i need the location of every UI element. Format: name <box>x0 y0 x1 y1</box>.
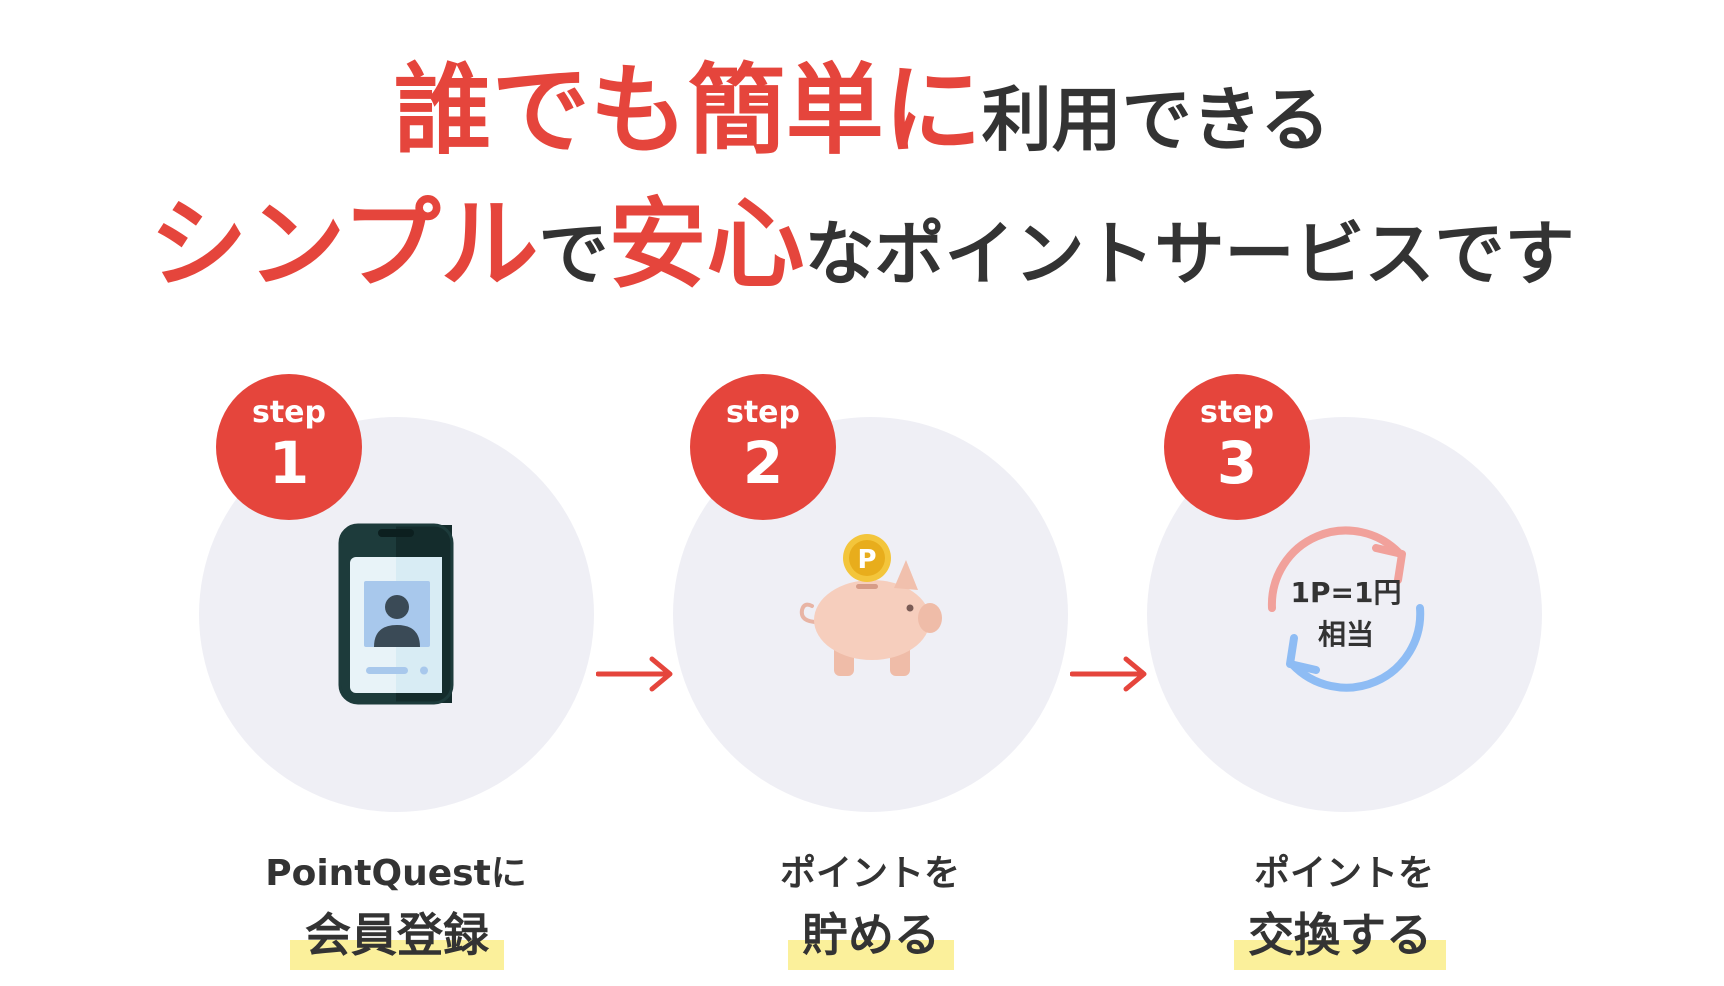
step-3-caption-main: 交換する <box>1234 912 1446 970</box>
coin-label: P <box>857 545 876 575</box>
headline-simple: シンプル <box>149 188 539 302</box>
step-1-highlight <box>290 940 504 970</box>
headline-service: なポイントサービスです <box>804 213 1575 295</box>
step-2-caption-main: 貯める <box>788 912 954 970</box>
step-2-caption-top: ポイントを <box>779 853 960 894</box>
piggy-bank-coin-icon: P <box>799 534 942 676</box>
arrow-right-icon <box>596 656 673 692</box>
headline-emphasis: 誰でも簡単に <box>393 54 982 168</box>
exchange-rate-line-1: 1P=1円 <box>1291 576 1402 609</box>
headline-line-1: 誰でも簡単に利用できる <box>0 62 1724 160</box>
step-3-highlight <box>1234 940 1446 970</box>
step-2-badge: step 2 <box>690 374 836 520</box>
arrow-right-icon <box>1070 656 1147 692</box>
step-3-number: 3 <box>1216 429 1258 497</box>
headline-de: で <box>538 213 609 295</box>
step-2-number: 2 <box>742 429 784 497</box>
step-1-label: step <box>251 395 327 430</box>
step-3-badge: step 3 <box>1164 374 1310 520</box>
exchange-rate-line-2: 相当 <box>1318 618 1374 651</box>
step-1-caption-top: PointQuestに <box>265 853 527 894</box>
smartphone-profile-icon <box>338 523 454 705</box>
headline-line-2: シンプルで安心なポイントサービスです <box>0 196 1724 294</box>
step-1-badge: step 1 <box>216 374 362 520</box>
step-2-label: step <box>725 395 801 430</box>
step-2-caption-main-text: 貯める <box>802 908 940 962</box>
step-3-caption-top: ポイントを <box>1253 853 1434 894</box>
step-3-label: step <box>1199 395 1275 430</box>
headline-anshin: 安心 <box>608 188 805 302</box>
step-1-caption-main: 会員登録 <box>290 912 504 970</box>
step-1-caption-main-text: 会員登録 <box>305 908 489 962</box>
step-1-number: 1 <box>268 429 310 497</box>
exchange-cycle-icon: 1P=1円 相当 <box>1267 526 1425 692</box>
step-3-caption-main-text: 交換する <box>1248 908 1432 962</box>
step-2-highlight <box>788 940 954 970</box>
headline-rest: 利用できる <box>981 79 1331 161</box>
